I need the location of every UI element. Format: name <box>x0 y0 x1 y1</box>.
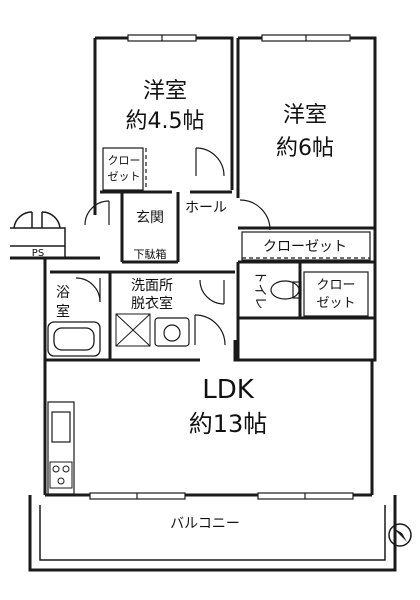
compass-icon <box>388 523 412 547</box>
bath-line2: 室 <box>56 303 70 320</box>
western-large-line1: 洋室 <box>283 103 327 128</box>
western-small-line2: 約4.5帖 <box>126 109 205 134</box>
western-small-line1: 洋室 <box>143 79 187 104</box>
ps-label: PS <box>32 248 44 259</box>
ps-area <box>10 211 66 258</box>
closet-right-line1: クロー <box>316 278 355 293</box>
closet-outlines <box>102 147 371 317</box>
washroom-line1: 洗面所 <box>131 278 173 294</box>
bathtub-icon <box>47 321 101 357</box>
ldk-line1: LDK <box>202 375 255 405</box>
room-labels: 洋室 約4.5帖 洋室 約6帖 クロー ゼット クローゼット クロー ゼット 玄… <box>32 79 356 532</box>
toilet-label: トイレ <box>252 270 267 309</box>
shower-floor <box>115 313 151 347</box>
ldk-line2: 約13帖 <box>189 410 268 438</box>
closet-right-line2: ゼット <box>316 296 355 311</box>
closet-small-line2: ゼット <box>108 170 141 183</box>
western-large-line2: 約6帖 <box>276 136 334 161</box>
sink-icon <box>154 317 190 347</box>
door-swing-icon <box>75 147 271 346</box>
hall-label: ホール <box>185 200 227 216</box>
balcony-label: バルコニー <box>170 516 240 532</box>
entrance-label: 玄関 <box>136 209 164 226</box>
closet-small-line1: クロー <box>108 154 141 167</box>
shoe-box-label: 下駄箱 <box>134 247 167 261</box>
wall-outlines <box>10 36 397 572</box>
toilet-icon <box>270 280 302 300</box>
windows <box>89 34 354 500</box>
closet-wide-label: クローゼット <box>263 239 347 255</box>
bath-line1: 浴 <box>56 285 70 301</box>
kitchen-counter <box>47 401 75 495</box>
washroom-line2: 脱衣室 <box>131 295 173 312</box>
stove-icon <box>49 461 73 489</box>
